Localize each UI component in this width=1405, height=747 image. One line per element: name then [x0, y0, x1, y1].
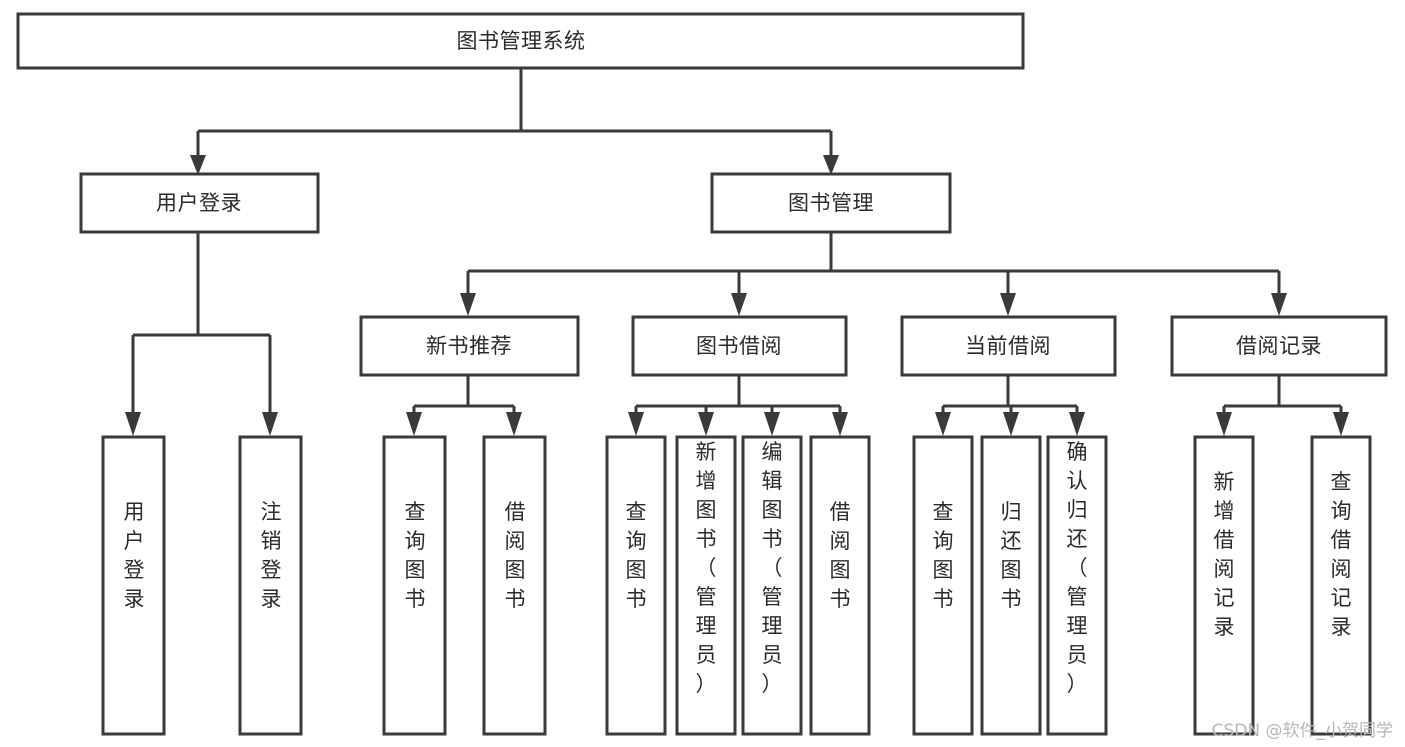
node-leaf-edit-book-admin-box[interactable] [741, 435, 803, 736]
node-leaf-add-borrow-record[interactable]: 新增借阅记录 [1193, 435, 1255, 736]
node-leaf-confirm-return-admin-box[interactable] [1046, 435, 1108, 736]
arrow-to-current-borrow [1000, 293, 1016, 316]
node-leaf-query-book-3-label: 查询图书 [933, 500, 954, 611]
node-borrow-record-box[interactable] [1170, 315, 1388, 377]
arrow-to-leaf-query-book-3 [935, 412, 951, 436]
node-leaf-user-login-box[interactable] [101, 435, 166, 736]
node-leaf-logout-login-label: 注销登录 [261, 500, 282, 611]
arrow-to-leaf-query-borrow-record [1333, 412, 1349, 436]
node-leaf-query-book-1[interactable]: 查询图书 [382, 435, 447, 736]
node-root-box[interactable] [16, 12, 1025, 70]
node-current-borrow-label: 当前借阅 [965, 334, 1051, 358]
node-leaf-return-book[interactable]: 归还图书 [980, 435, 1042, 736]
node-current-borrow-box[interactable] [900, 315, 1117, 377]
node-leaf-edit-book-admin-label: 编辑图书（管理员） [762, 440, 783, 696]
node-leaf-borrow-book-1[interactable]: 借阅图书 [482, 435, 547, 736]
node-borrow-record[interactable]: 借阅记录 [1170, 315, 1388, 377]
node-leaf-query-book-2[interactable]: 查询图书 [605, 435, 667, 736]
node-leaf-query-borrow-record-box[interactable] [1310, 435, 1372, 736]
node-leaf-return-book-box[interactable] [980, 435, 1042, 736]
arrow-to-leaf-edit-book-admin [764, 412, 780, 436]
arrow-root-to-book-management [823, 155, 839, 175]
node-leaf-logout-login-box[interactable] [238, 435, 303, 736]
node-book-borrow[interactable]: 图书借阅 [631, 315, 848, 377]
node-leaf-query-book-2-label: 查询图书 [626, 500, 647, 611]
node-borrow-record-label: 借阅记录 [1236, 334, 1322, 358]
connector-layer [125, 68, 1349, 436]
node-leaf-borrow-book-2-label: 借阅图书 [830, 500, 851, 611]
node-leaf-return-book-label: 归还图书 [1001, 500, 1022, 611]
arrow-to-book-borrow [731, 293, 747, 316]
arrow-to-leaf-logout-login [262, 412, 278, 436]
node-user-login-box[interactable] [79, 172, 320, 234]
arrow-to-leaf-borrow-book-1 [506, 412, 522, 436]
node-book-borrow-box[interactable] [631, 315, 848, 377]
arrow-to-leaf-user-login [125, 412, 141, 436]
arrow-to-leaf-query-book-1 [406, 412, 422, 436]
node-leaf-edit-book-admin[interactable]: 编辑图书（管理员） [741, 435, 803, 736]
node-book-management[interactable]: 图书管理 [710, 172, 952, 234]
node-leaf-query-book-1-box[interactable] [382, 435, 447, 736]
node-user-login[interactable]: 用户登录 [79, 172, 320, 234]
node-leaf-query-book-1-label: 查询图书 [405, 500, 426, 611]
node-user-login-label: 用户登录 [156, 191, 242, 215]
node-new-book-recommend-label: 新书推荐 [426, 334, 512, 358]
arrow-to-leaf-confirm-return-admin [1069, 412, 1085, 436]
node-leaf-query-borrow-record[interactable]: 查询借阅记录 [1310, 435, 1372, 736]
node-leaf-user-login[interactable]: 用户登录 [101, 435, 166, 736]
arrow-to-new-book-recommend [460, 293, 476, 316]
node-book-management-box[interactable] [710, 172, 952, 234]
node-leaf-query-borrow-record-label: 查询借阅记录 [1331, 470, 1352, 639]
node-leaf-query-book-3[interactable]: 查询图书 [912, 435, 974, 736]
arrow-to-leaf-return-book [1003, 412, 1019, 436]
node-leaf-query-book-2-box[interactable] [605, 435, 667, 736]
node-new-book-recommend-box[interactable] [359, 315, 580, 377]
arrow-to-leaf-borrow-book-2 [832, 412, 848, 436]
node-leaf-query-book-3-box[interactable] [912, 435, 974, 736]
node-leaf-add-book-admin-box[interactable] [675, 435, 737, 736]
node-leaf-add-borrow-record-box[interactable] [1193, 435, 1255, 736]
node-leaf-confirm-return-admin[interactable]: 确认归还（管理员） [1046, 435, 1108, 736]
node-leaf-add-book-admin-label: 新增图书（管理员） [696, 440, 717, 696]
node-leaf-borrow-book-2[interactable]: 借阅图书 [809, 435, 871, 736]
node-leaf-user-login-label: 用户登录 [124, 500, 145, 611]
node-leaf-confirm-return-admin-label: 确认归还（管理员） [1067, 440, 1088, 696]
arrow-to-borrow-record [1271, 293, 1287, 316]
arrow-to-leaf-add-book-admin [698, 412, 714, 436]
arrow-to-leaf-add-borrow-record [1216, 412, 1232, 436]
node-leaf-logout-login[interactable]: 注销登录 [238, 435, 303, 736]
arrow-root-to-user-login [190, 155, 206, 175]
node-book-borrow-label: 图书借阅 [696, 334, 782, 358]
node-book-management-label: 图书管理 [788, 191, 874, 215]
node-new-book-recommend[interactable]: 新书推荐 [359, 315, 580, 377]
node-leaf-borrow-book-1-label: 借阅图书 [505, 500, 526, 611]
node-root-label: 图书管理系统 [457, 29, 586, 53]
node-leaf-add-borrow-record-label: 新增借阅记录 [1214, 470, 1235, 639]
node-root[interactable]: 图书管理系统 [16, 12, 1025, 70]
arrow-to-leaf-query-book-2 [628, 412, 644, 436]
node-current-borrow[interactable]: 当前借阅 [900, 315, 1117, 377]
node-leaf-add-book-admin[interactable]: 新增图书（管理员） [675, 435, 737, 736]
node-leaf-borrow-book-2-box[interactable] [809, 435, 871, 736]
node-leaf-borrow-book-1-box[interactable] [482, 435, 547, 736]
